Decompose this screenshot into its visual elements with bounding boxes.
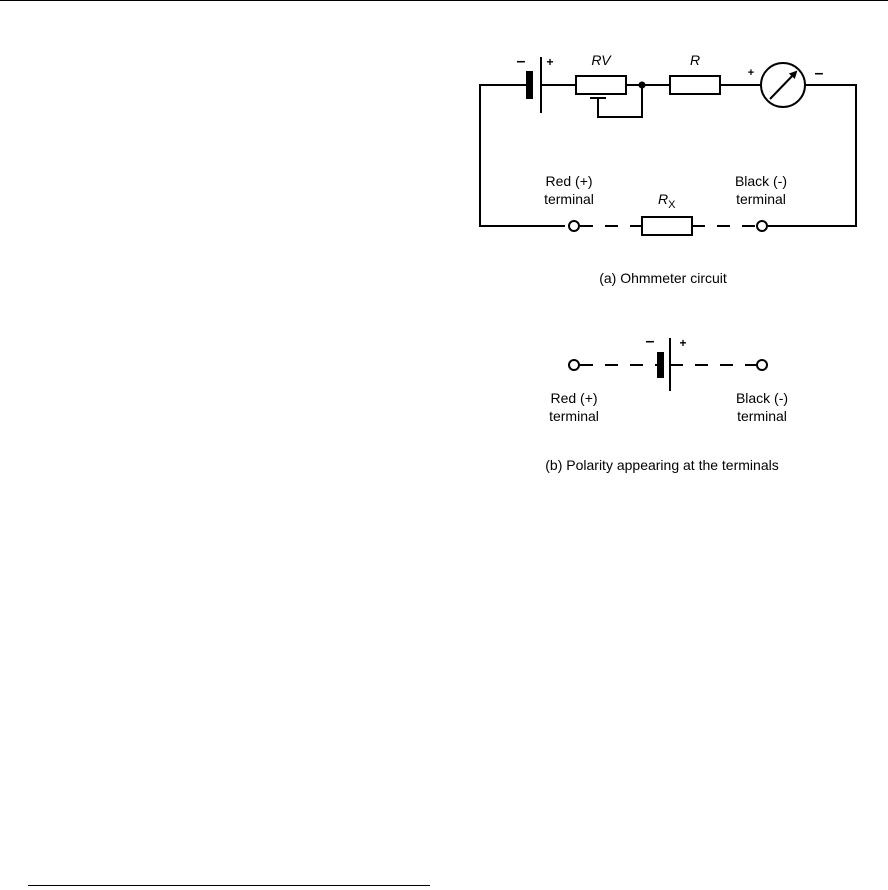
caption-b: (b) Polarity appearing at the terminals — [545, 457, 778, 473]
variable-resistor-rv: RV — [575, 52, 646, 118]
black-terminal-label-line1: Black (-) — [735, 173, 787, 189]
meter-minus-sign: – — [815, 65, 824, 82]
rx-label: RX — [658, 191, 676, 211]
top-rule — [0, 0, 888, 1]
wire-left-loop — [479, 84, 565, 227]
rv-wiper-link — [597, 85, 643, 118]
black-terminal-label-b-line2: terminal — [737, 408, 787, 424]
circuit-b: – + Red (+) terminal Black (-) terminal … — [545, 333, 788, 473]
battery-b-plus-sign: + — [679, 336, 686, 350]
caption-a: (a) Ohmmeter circuit — [599, 270, 727, 286]
black-terminal-node — [756, 220, 768, 232]
rx-body — [641, 216, 693, 236]
battery-a: – + — [517, 53, 554, 113]
meter: + – — [748, 62, 824, 108]
black-terminal-label-line2: terminal — [736, 191, 786, 207]
black-terminal-node-b — [756, 359, 768, 371]
junction-dot — [638, 81, 646, 89]
red-terminal-label-b-line2: terminal — [549, 408, 599, 424]
battery-b: – + — [646, 333, 687, 391]
r-label: R — [690, 52, 700, 68]
rv-body — [575, 75, 627, 95]
circuit-a: – + RV R + – — [479, 52, 857, 286]
meter-needle-icon — [769, 70, 798, 100]
resistor-r: R — [669, 52, 721, 95]
rx-label-main: R — [658, 191, 668, 207]
rx-label-sub: X — [668, 199, 676, 211]
red-terminal-label-b-line1: Red (+) — [550, 390, 597, 406]
red-terminal-node — [568, 220, 580, 232]
battery-b-negative-plate — [657, 352, 664, 378]
red-terminal-node-b — [568, 359, 580, 371]
battery-negative-plate — [526, 71, 533, 99]
r-body — [669, 75, 721, 95]
wire-right-loop — [768, 84, 857, 227]
battery-plus-sign: + — [546, 55, 553, 69]
red-terminal-label-line2: terminal — [544, 191, 594, 207]
red-terminal-label-line1: Red (+) — [545, 173, 592, 189]
battery-minus-sign: – — [517, 53, 526, 70]
meter-plus-sign: + — [748, 67, 754, 79]
black-terminal-label-b-line1: Black (-) — [736, 390, 788, 406]
battery-b-minus-sign: – — [646, 333, 655, 350]
rv-label: RV — [591, 52, 612, 68]
footnote-rule — [28, 885, 430, 886]
